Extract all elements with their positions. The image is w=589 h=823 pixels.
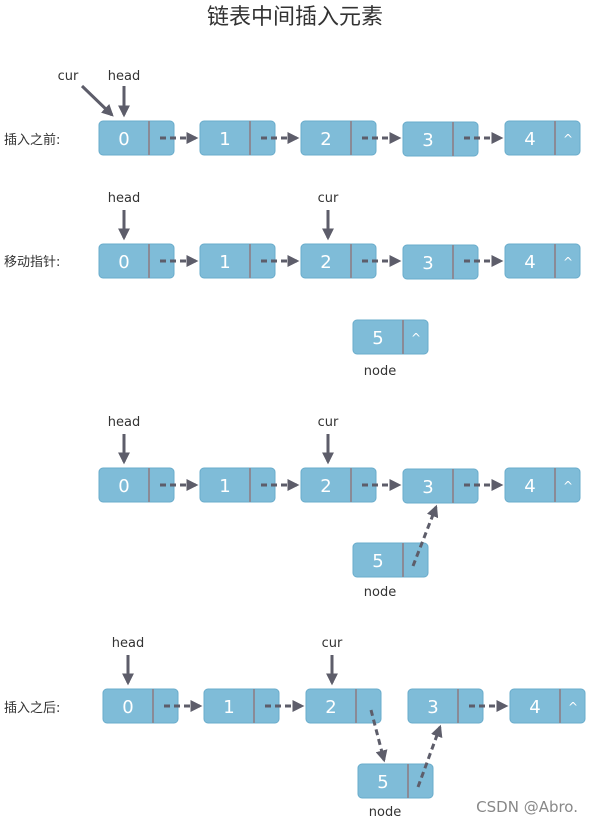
node-value: 5 — [377, 772, 388, 793]
stage-move-pointer: 移动指针: head cur 0 1 2 3 4 ^ — [4, 191, 581, 379]
node-value: 0 — [118, 129, 129, 150]
cur-label: cur — [318, 191, 339, 206]
list-node: 4 ^ — [504, 120, 581, 156]
cur-label: cur — [322, 636, 343, 651]
list-node: 2 — [305, 688, 382, 724]
node-value: 4 — [524, 252, 535, 273]
node-value: 2 — [320, 252, 331, 273]
node-value: 5 — [372, 328, 383, 349]
node-value: 4 — [524, 129, 535, 150]
stage-before: 插入之前: cur head 0 1 2 3 4 ^ — [4, 69, 581, 157]
list-node: 0 — [102, 688, 179, 724]
node-value: 5 — [372, 551, 383, 572]
new-node: 5 — [352, 542, 429, 578]
stage-label: 移动指针: — [4, 255, 60, 270]
node-value: 2 — [320, 476, 331, 497]
node-value: 3 — [422, 477, 433, 498]
cur-pointer-arrow — [80, 84, 114, 117]
list-node: 0 — [98, 243, 175, 279]
list-node: 1 — [203, 688, 280, 724]
list-node: 4 ^ — [504, 467, 581, 503]
new-node-next-arrow — [416, 724, 443, 788]
cur-label: cur — [58, 69, 79, 84]
list-node: 2 — [300, 120, 377, 156]
node-value: 1 — [219, 476, 230, 497]
stage-label: 插入之前: — [4, 132, 60, 148]
stage-after: 插入之后: head cur 0 1 2 3 4 ^ — [4, 636, 586, 820]
node-value: 3 — [427, 697, 438, 718]
node-label: node — [364, 585, 396, 600]
head-label: head — [112, 636, 144, 651]
diagram-title: 链表中间插入元素 — [207, 5, 383, 30]
cur-to-new-node-arrow — [369, 709, 388, 763]
null-marker: ^ — [563, 255, 573, 269]
list-node: 0 — [98, 467, 175, 503]
node-value: 1 — [219, 129, 230, 150]
watermark: CSDN @Abro. — [476, 798, 578, 816]
node-value: 2 — [320, 129, 331, 150]
list-node: 1 — [199, 243, 276, 279]
null-marker: ^ — [563, 132, 573, 146]
null-marker: ^ — [563, 479, 573, 493]
node-value: 2 — [325, 697, 336, 718]
list-node: 4 ^ — [504, 243, 581, 279]
new-node: 5 — [357, 763, 434, 799]
node-value: 0 — [118, 476, 129, 497]
new-node-next-arrow — [411, 504, 439, 567]
list-node: 3 — [402, 468, 479, 504]
node-label: node — [369, 805, 401, 820]
stage-label: 插入之后: — [4, 701, 60, 716]
list-node: 1 — [199, 467, 276, 503]
node-value: 1 — [219, 252, 230, 273]
list-node: 2 — [300, 467, 377, 503]
node-value: 4 — [524, 476, 535, 497]
cur-label: cur — [318, 415, 339, 430]
node-value: 0 — [118, 252, 129, 273]
head-label: head — [108, 191, 140, 206]
null-marker: ^ — [411, 331, 421, 345]
node-value: 3 — [422, 253, 433, 274]
head-label: head — [108, 69, 140, 84]
node-value: 0 — [122, 697, 133, 718]
list-node: 1 — [199, 120, 276, 156]
head-label: head — [108, 415, 140, 430]
list-node: 4 ^ — [509, 688, 586, 724]
null-marker: ^ — [568, 700, 578, 714]
stage-link-new-node: head cur 0 1 2 3 4 ^ — [98, 415, 581, 600]
node-value: 3 — [422, 130, 433, 151]
list-node: 3 — [402, 244, 479, 280]
node-value: 4 — [529, 697, 540, 718]
node-label: node — [364, 364, 396, 379]
new-node: 5 ^ — [352, 319, 429, 355]
node-value: 1 — [223, 697, 234, 718]
